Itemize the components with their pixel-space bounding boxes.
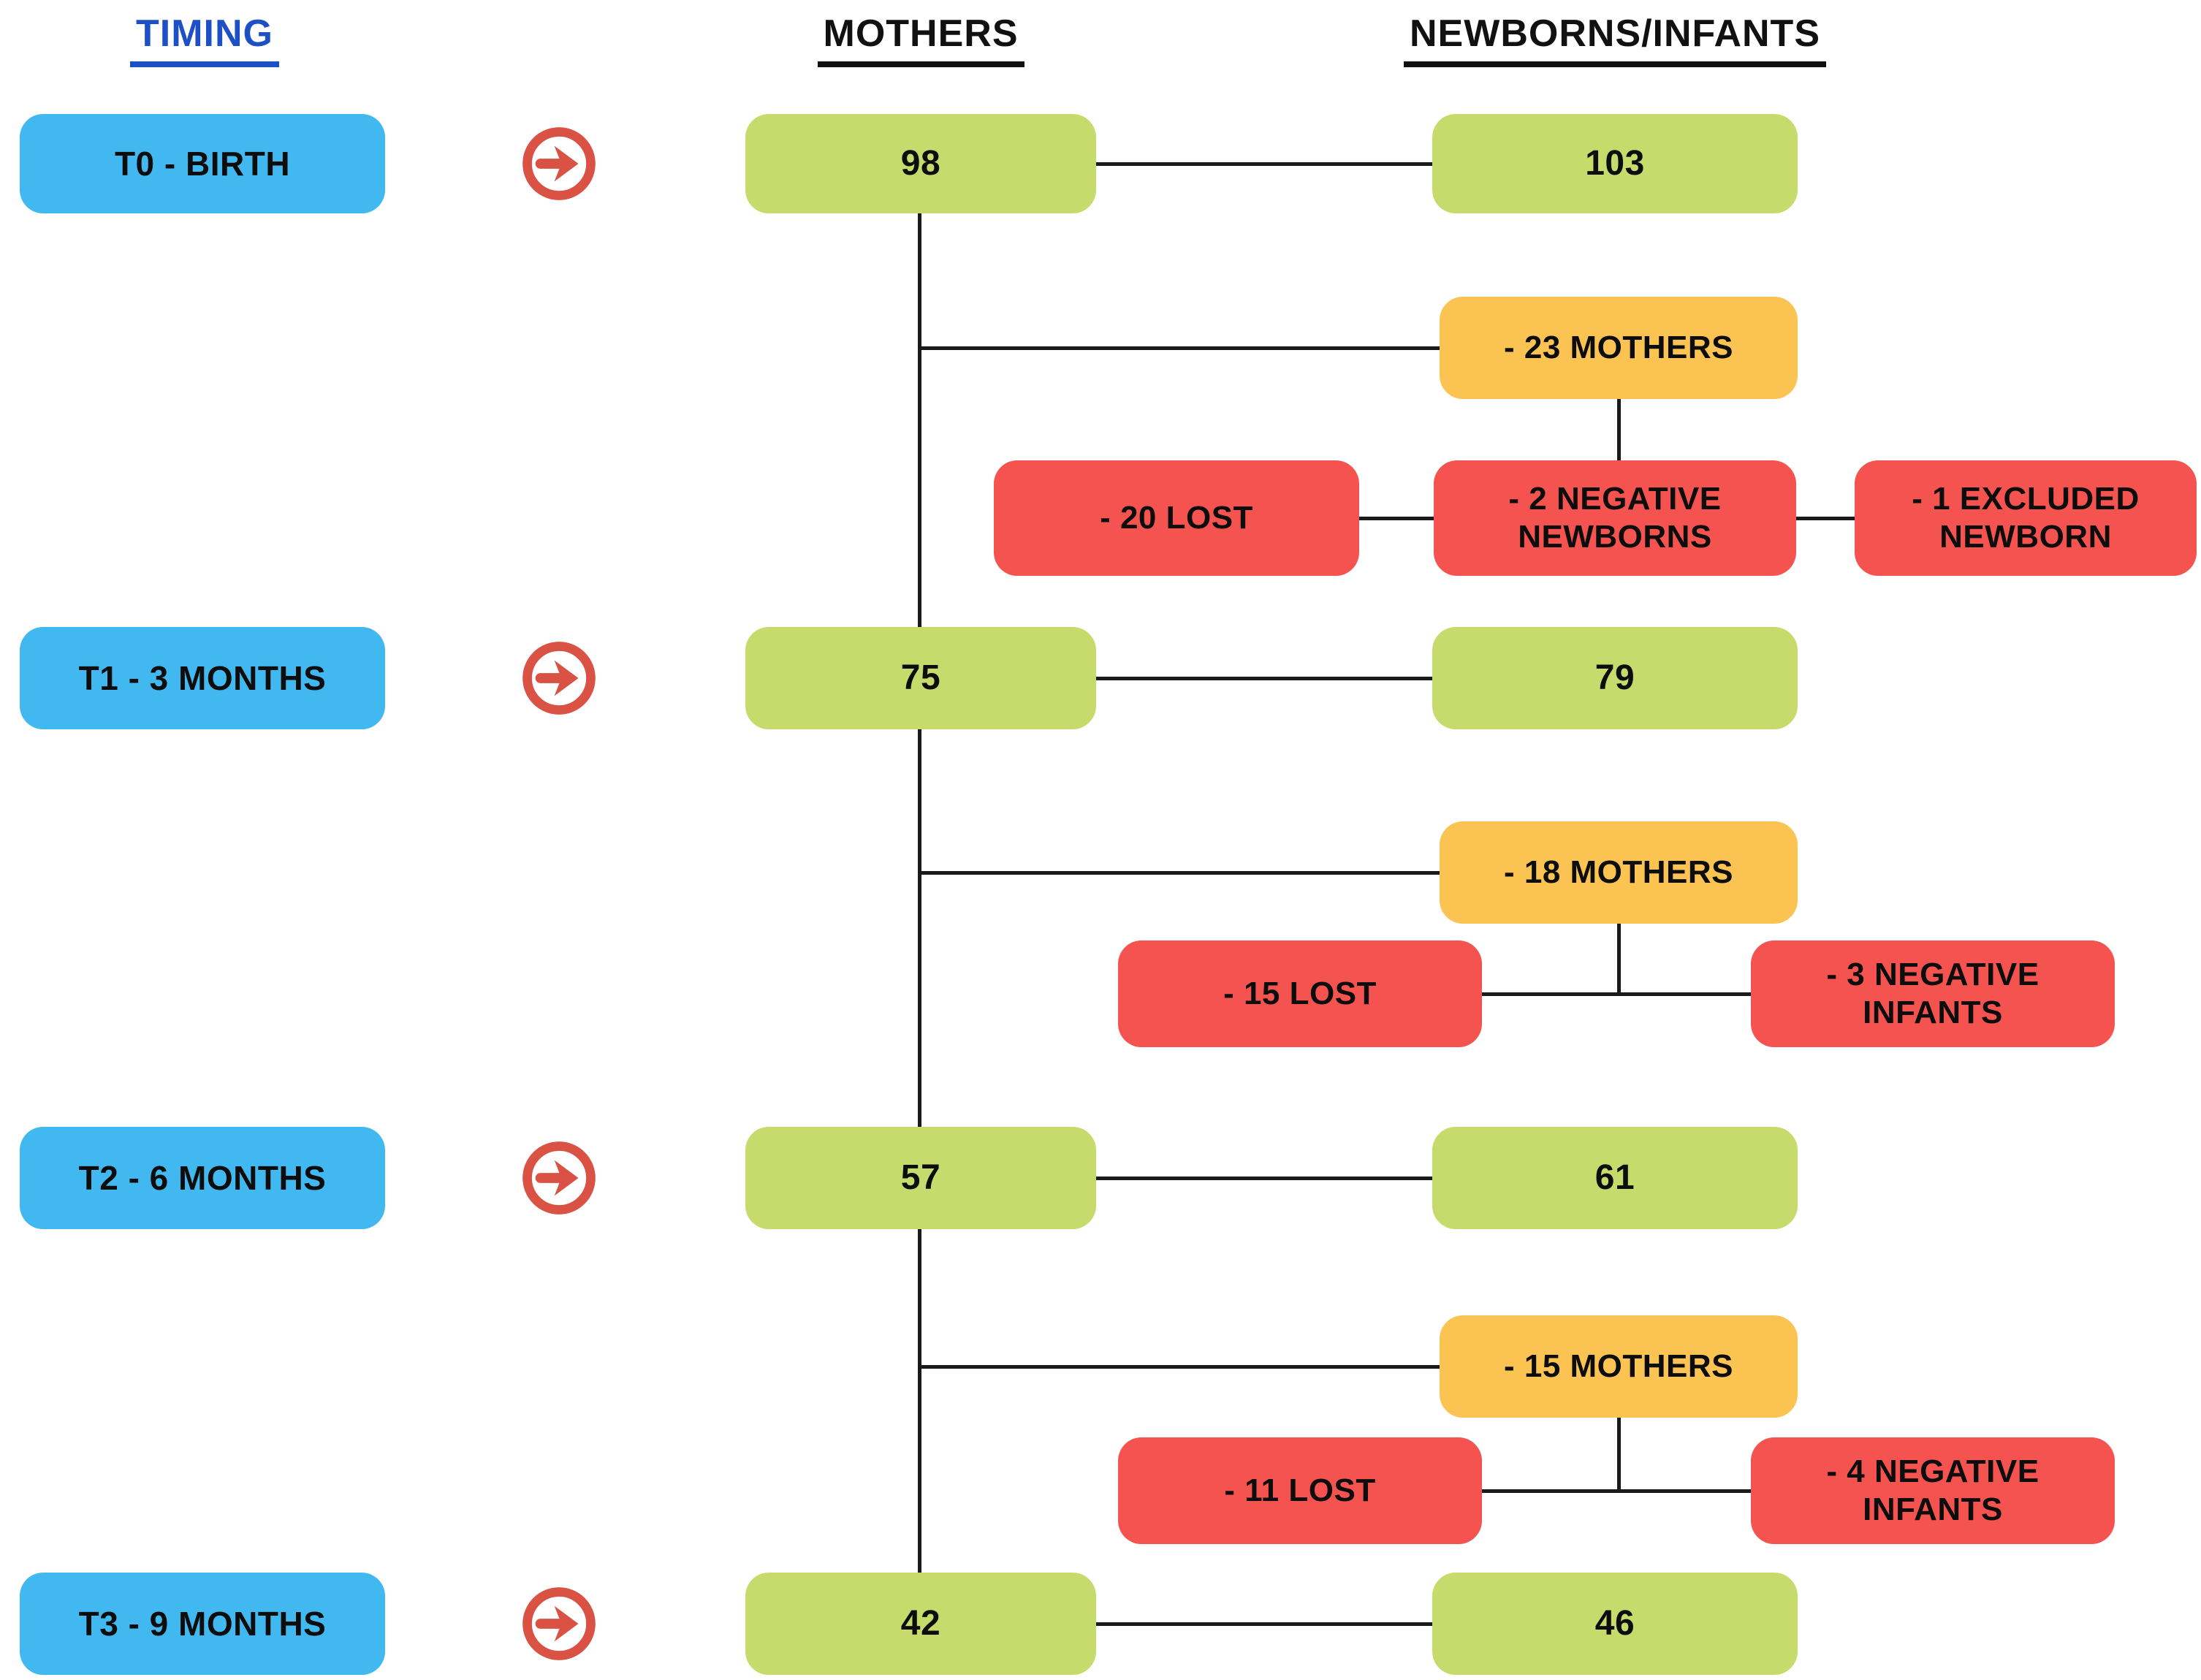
dropout-negative-infants-box-t1: - 3 NEGATIVE INFANTS	[1751, 940, 2115, 1047]
connector-lost-negative-row2	[1480, 1489, 1752, 1493]
connector-branch-t0-dropout	[918, 346, 1441, 350]
newborns-count-box-t2: 61	[1432, 1127, 1798, 1229]
dropout-lost-box-t2: - 11 LOST	[1118, 1437, 1482, 1544]
dropout-lost-box-t0: - 20 LOST	[994, 460, 1359, 576]
connector-dropout2-detail	[1617, 1416, 1621, 1492]
dropout-lost-box-t1: - 15 LOST	[1118, 940, 1482, 1047]
connector-branch-t2-dropout	[918, 1365, 1441, 1369]
connector-negative-excluded-row0	[1795, 517, 1856, 520]
connector-t3-mothers-newborns	[1095, 1622, 1434, 1626]
timing-box-t0: T0 - BIRTH	[20, 114, 385, 213]
mothers-count-box-t1: 75	[745, 627, 1096, 729]
column-header-newborns: NEWBORNS/INFANTS	[1359, 12, 1871, 67]
timing-header-label: TIMING	[130, 12, 279, 67]
newborns-header-label: NEWBORNS/INFANTS	[1404, 12, 1826, 67]
arrow-right-icon	[522, 1141, 596, 1215]
dropout-mothers-box-t2: - 15 MOTHERS	[1440, 1315, 1798, 1418]
mothers-count-box-t2: 57	[745, 1127, 1096, 1229]
dropout-negative-newborns-box-t0: - 2 NEGATIVE NEWBORNS	[1434, 460, 1796, 576]
newborns-count-box-t0: 103	[1432, 114, 1798, 213]
connector-lost-negative-row1	[1480, 992, 1752, 996]
arrow-right-icon	[522, 127, 596, 200]
connector-dropout1-detail	[1617, 922, 1621, 995]
dropout-mothers-box-t0: - 23 MOTHERS	[1440, 297, 1798, 399]
connector-dropout0-detail	[1617, 398, 1621, 463]
dropout-excluded-newborn-box-t0: - 1 EXCLUDED NEWBORN	[1855, 460, 2197, 576]
column-header-mothers: MOTHERS	[745, 12, 1096, 67]
arrow-right-icon	[522, 642, 596, 715]
connector-branch-t1-dropout	[918, 871, 1441, 875]
timing-box-t3: T3 - 9 MONTHS	[20, 1573, 385, 1675]
connector-mothers-timeline	[918, 212, 921, 1577]
timing-box-t2: T2 - 6 MONTHS	[20, 1127, 385, 1229]
arrow-right-icon	[522, 1587, 596, 1660]
column-header-timing: TIMING	[22, 12, 387, 67]
newborns-count-box-t1: 79	[1432, 627, 1798, 729]
mothers-count-box-t0: 98	[745, 114, 1096, 213]
connector-t0-mothers-newborns	[1095, 162, 1434, 166]
mothers-header-label: MOTHERS	[817, 12, 1025, 67]
dropout-mothers-box-t1: - 18 MOTHERS	[1440, 821, 1798, 924]
mothers-count-box-t3: 42	[745, 1573, 1096, 1675]
connector-lost-negative-row0	[1358, 517, 1435, 520]
connector-t1-mothers-newborns	[1095, 677, 1434, 680]
connector-t2-mothers-newborns	[1095, 1177, 1434, 1180]
dropout-negative-infants-box-t2: - 4 NEGATIVE INFANTS	[1751, 1437, 2115, 1544]
timing-box-t1: T1 - 3 MONTHS	[20, 627, 385, 729]
newborns-count-box-t3: 46	[1432, 1573, 1798, 1675]
